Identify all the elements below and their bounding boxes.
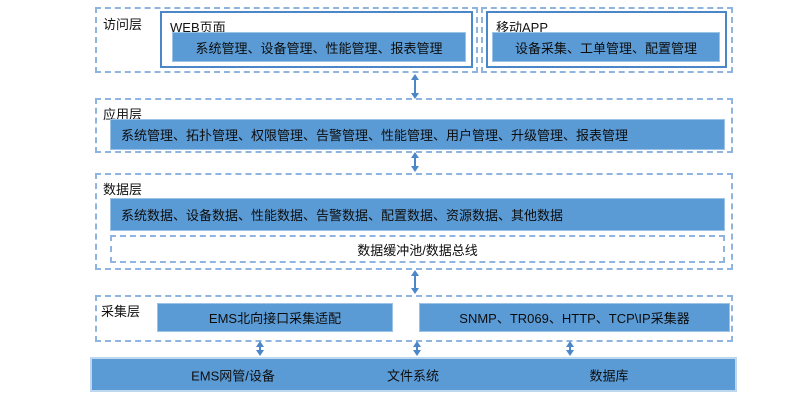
bidirectional-arrow-access-application: [411, 74, 419, 99]
mobile-app-dashed-box: [481, 7, 733, 73]
bidirectional-arrow-application-data: [411, 152, 419, 172]
web-page-functions-bar: 系统管理、设备管理、性能管理、报表管理: [172, 32, 466, 62]
data-layer-label: 数据层: [103, 182, 143, 197]
collection-layer-label: 采集层: [101, 304, 141, 319]
bidirectional-arrow-database: [566, 341, 574, 356]
data-layer-box: [95, 173, 733, 270]
resource-ems-device-label: EMS网管/设备: [191, 368, 275, 383]
resource-file-system-label: 文件系统: [386, 368, 440, 383]
access-layer-box: [95, 7, 478, 73]
resource-database-label: 数据库: [589, 368, 629, 383]
data-bus-box: 数据缓冲池/数据总线: [110, 235, 725, 263]
mobile-app-title: 移动APP: [496, 20, 549, 35]
ems-northbound-adapter-bar: EMS北向接口采集适配: [157, 303, 393, 332]
bidirectional-arrow-filesystem: [413, 341, 421, 356]
access-layer-label: 访问层: [103, 17, 143, 32]
resources-bar: EMS网管/设备 文件系统 数据库: [90, 357, 737, 392]
protocol-collectors-bar: SNMP、TR069、HTTP、TCP\IP采集器: [419, 303, 730, 332]
data-types-bar: 系统数据、设备数据、性能数据、告警数据、配置数据、资源数据、其他数据: [110, 198, 725, 231]
mobile-app-functions-bar: 设备采集、工单管理、配置管理: [492, 32, 720, 62]
application-layer-label: 应用层: [103, 107, 143, 122]
bidirectional-arrow-ems: [256, 341, 264, 356]
web-page-title: WEB页面: [170, 20, 226, 35]
application-functions-bar: 系统管理、拓扑管理、权限管理、告警管理、性能管理、用户管理、升级管理、报表管理: [110, 119, 725, 150]
bidirectional-arrow-data-collection: [411, 270, 419, 294]
